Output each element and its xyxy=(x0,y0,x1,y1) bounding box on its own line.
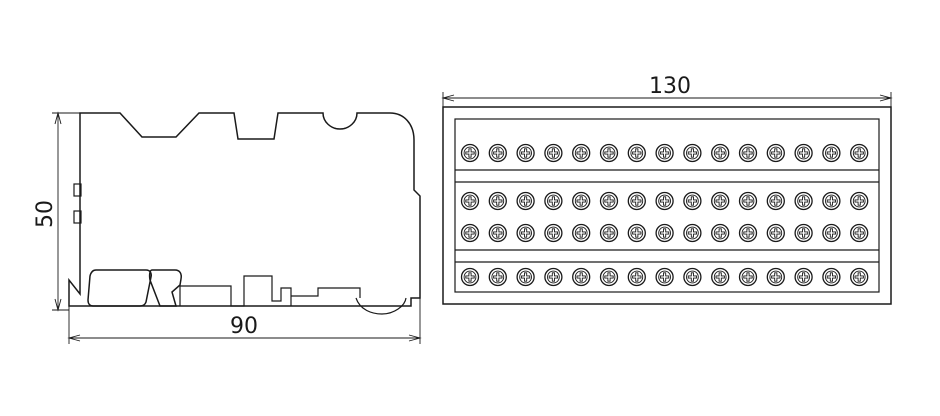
width-label: 130 xyxy=(649,74,691,99)
phillips-screw-icon xyxy=(627,191,646,211)
din-rail-profile xyxy=(179,275,292,307)
phillips-screw-icon xyxy=(488,143,507,163)
phillips-screw-icon xyxy=(488,191,507,211)
phillips-screw-icon xyxy=(738,143,758,163)
phillips-screw-icon xyxy=(794,223,813,243)
phillips-screw-icon xyxy=(516,143,535,163)
cable-pocket xyxy=(87,269,152,307)
side-tab-lower xyxy=(73,210,82,224)
phillips-screw-icon xyxy=(655,223,674,243)
front-inner-frame xyxy=(454,118,880,293)
side-profile-outline xyxy=(68,112,421,307)
screw-grid xyxy=(460,143,869,287)
phillips-screw-icon xyxy=(850,223,869,243)
width-dimension: 130 xyxy=(441,74,893,107)
phillips-screw-icon xyxy=(572,143,591,163)
phillips-screw-icon xyxy=(655,267,674,287)
phillips-screw-icon xyxy=(683,223,702,243)
phillips-screw-icon xyxy=(488,223,507,243)
phillips-screw-icon xyxy=(794,143,813,163)
phillips-screw-icon xyxy=(516,267,535,287)
front-outer-frame xyxy=(442,106,892,305)
phillips-screw-icon xyxy=(711,267,730,287)
phillips-screw-icon xyxy=(544,223,563,243)
phillips-screw-icon xyxy=(460,143,480,163)
phillips-screw-icon xyxy=(599,223,619,243)
phillips-screw-icon xyxy=(655,143,674,163)
clamp-arc xyxy=(355,297,407,315)
phillips-screw-icon xyxy=(460,223,480,243)
height-label: 50 xyxy=(33,200,58,228)
phillips-screw-icon xyxy=(738,191,758,211)
side-view xyxy=(68,112,421,315)
phillips-screw-icon xyxy=(711,143,730,163)
phillips-screw-icon xyxy=(850,267,869,287)
release-lever xyxy=(148,269,182,307)
height-dimension: 50 xyxy=(33,111,80,312)
front-view xyxy=(442,106,892,305)
phillips-screw-icon xyxy=(738,267,758,287)
phillips-screw-icon xyxy=(822,191,841,211)
phillips-screw-icon xyxy=(599,267,619,287)
phillips-screw-icon xyxy=(766,223,785,243)
phillips-screw-icon xyxy=(572,191,591,211)
phillips-screw-icon xyxy=(460,267,480,287)
phillips-screw-icon xyxy=(627,143,646,163)
phillips-screw-icon xyxy=(572,267,591,287)
phillips-screw-icon xyxy=(572,223,591,243)
phillips-screw-icon xyxy=(822,143,841,163)
phillips-screw-icon xyxy=(544,267,563,287)
phillips-screw-icon xyxy=(850,191,869,211)
phillips-screw-icon xyxy=(711,191,730,211)
depth-dimension: 90 xyxy=(67,298,422,344)
phillips-screw-icon xyxy=(766,267,785,287)
phillips-screw-icon xyxy=(599,191,619,211)
phillips-screw-icon xyxy=(460,191,480,211)
phillips-screw-icon xyxy=(711,223,730,243)
phillips-screw-icon xyxy=(766,191,785,211)
phillips-screw-icon xyxy=(599,143,619,163)
phillips-screw-icon xyxy=(683,143,702,163)
phillips-screw-icon xyxy=(738,223,758,243)
phillips-screw-icon xyxy=(516,191,535,211)
phillips-screw-icon xyxy=(683,191,702,211)
phillips-screw-icon xyxy=(655,191,674,211)
phillips-screw-icon xyxy=(544,191,563,211)
phillips-screw-icon xyxy=(794,191,813,211)
depth-label: 90 xyxy=(230,314,258,339)
side-tab-upper xyxy=(73,183,82,197)
phillips-screw-icon xyxy=(850,143,869,163)
phillips-screw-icon xyxy=(822,223,841,243)
phillips-screw-icon xyxy=(516,223,535,243)
phillips-screw-icon xyxy=(488,267,507,287)
phillips-screw-icon xyxy=(794,267,813,287)
phillips-screw-icon xyxy=(822,267,841,287)
phillips-screw-icon xyxy=(683,267,702,287)
phillips-screw-icon xyxy=(766,143,785,163)
din-rail-channel xyxy=(291,287,361,298)
phillips-screw-icon xyxy=(627,223,646,243)
phillips-screw-icon xyxy=(544,143,563,163)
phillips-screw-icon xyxy=(627,267,646,287)
